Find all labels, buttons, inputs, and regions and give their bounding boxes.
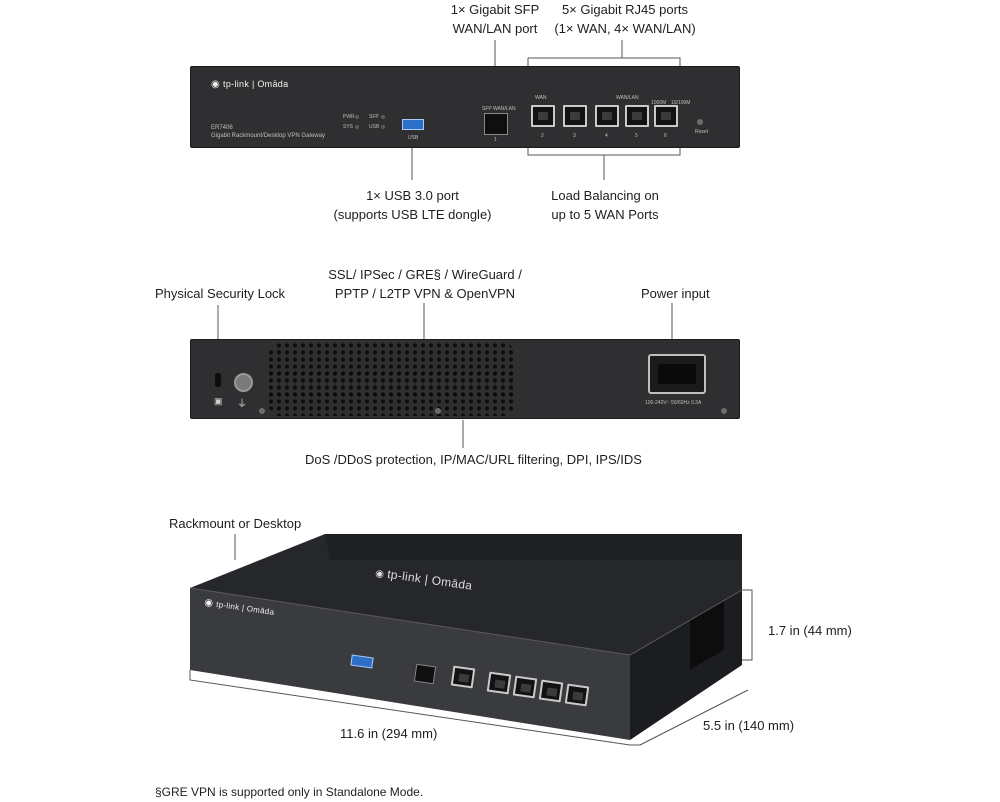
vpn-callout: SSL/ IPSec / GRE§ / WireGuard / PPTP / L…	[325, 265, 525, 303]
usb-callout-line1: 1× USB 3.0 port	[366, 188, 459, 203]
mount-callout: Rackmount or Desktop	[169, 516, 302, 531]
description-label: Gigabit Rackmount/Desktop VPN Gateway	[211, 133, 326, 139]
sfp-port	[484, 113, 508, 135]
front-panel: tp-link | Omāda ER7406 Gigabit Rackmount…	[190, 66, 740, 148]
sys-led	[355, 125, 359, 129]
usb-port	[402, 119, 424, 130]
rj45-callout: 5× Gigabit RJ45 ports (1× WAN, 4× WAN/LA…	[545, 0, 705, 38]
lock-callout: Physical Security Lock	[155, 286, 286, 301]
usb-port-label: USB	[408, 135, 419, 141]
front-logo: tp-link | Omāda	[211, 79, 288, 90]
wanlan-port-3d-6	[564, 683, 590, 707]
width-dimension: 11.6 in (294 mm)	[340, 726, 438, 741]
sys-led-label: SYS	[343, 124, 354, 130]
wanlan-port-3d-5	[538, 679, 564, 703]
sfp-port-3d	[413, 663, 437, 685]
model-label: ER7406	[211, 125, 233, 131]
port-number-5: 5	[635, 133, 638, 139]
wanlan-port-4	[595, 105, 619, 127]
speed-label-1000m: 1000M	[651, 100, 667, 106]
height-dimension: 1.7 in (44 mm)	[768, 623, 852, 638]
ground-icon: ⏚	[237, 399, 247, 410]
sfp-led-label: SFP	[369, 114, 379, 120]
port-number-6: 6	[664, 133, 667, 139]
port-number-2: 2	[541, 133, 544, 139]
vent-grille	[267, 342, 517, 416]
reset-label: Reset	[695, 129, 709, 135]
power-callout: Power input	[641, 286, 710, 301]
power-rating: 100-240V~ 50/60Hz 0.3A	[645, 400, 702, 406]
wanlan-port-3d-3	[486, 671, 512, 695]
wan-port	[531, 105, 555, 127]
port-number-4: 4	[605, 133, 608, 139]
rear-screw-left	[259, 408, 265, 414]
wan-port-3d	[450, 665, 476, 689]
sfp-callout-line1: 1× Gigabit SFP	[450, 2, 540, 17]
footnote: §GRE VPN is supported only in Standalone…	[155, 785, 424, 799]
rear-panel: ▣ ⏚ 100-240V~ 50/60Hz 0.3A	[190, 339, 740, 419]
pwr-led	[355, 115, 359, 119]
usb-led-label: USB	[369, 124, 380, 130]
rj45-callout-line2: (1× WAN, 4× WAN/LAN)	[554, 21, 696, 36]
sfp-callout-line2: WAN/LAN port	[452, 21, 538, 36]
wan-label: WAN	[535, 95, 547, 101]
wanlan-port-3	[563, 105, 587, 127]
usb-callout: 1× USB 3.0 port (supports USB LTE dongle…	[330, 186, 495, 224]
wanlan-port-5	[625, 105, 649, 127]
rj45-callout-line1: 5× Gigabit RJ45 ports	[561, 2, 689, 17]
lock-icon: ▣	[214, 396, 223, 406]
balancing-callout-line1: Load Balancing on	[551, 188, 659, 203]
wanlan-port-6	[654, 105, 678, 127]
speed-label-100m: 10/100M	[671, 100, 691, 106]
balancing-callout: Load Balancing on up to 5 WAN Ports	[535, 186, 675, 224]
pwr-led-label: PWR	[343, 114, 355, 120]
vpn-callout-line1: SSL/ IPSec / GRE§ / WireGuard /	[328, 267, 522, 282]
usb-callout-line2: (supports USB LTE dongle)	[333, 207, 492, 222]
port-number-1: 1	[494, 137, 497, 143]
sfp-callout: 1× Gigabit SFP WAN/LAN port	[440, 0, 550, 38]
kensington-lock-slot	[215, 373, 221, 387]
reset-button	[697, 119, 703, 125]
sfp-port-label: SFP WAN/LAN	[482, 106, 516, 112]
rear-screw-right	[721, 408, 727, 414]
balancing-callout-line2: up to 5 WAN Ports	[551, 207, 659, 222]
depth-dimension: 5.5 in (140 mm)	[703, 718, 795, 733]
wanlan-label: WAN/LAN	[616, 95, 639, 101]
power-inlet	[648, 354, 706, 394]
vpn-callout-line2: PPTP / L2TP VPN & OpenVPN	[334, 286, 516, 301]
power-inlet-socket	[658, 364, 696, 384]
usb-led	[381, 125, 385, 129]
security-callout: DoS /DDoS protection, IP/MAC/URL filteri…	[305, 452, 642, 467]
port-number-3: 3	[573, 133, 576, 139]
ground-screw	[234, 373, 253, 392]
rear-screw-middle	[435, 408, 441, 414]
wanlan-port-3d-4	[512, 675, 538, 699]
sfp-led	[381, 115, 385, 119]
